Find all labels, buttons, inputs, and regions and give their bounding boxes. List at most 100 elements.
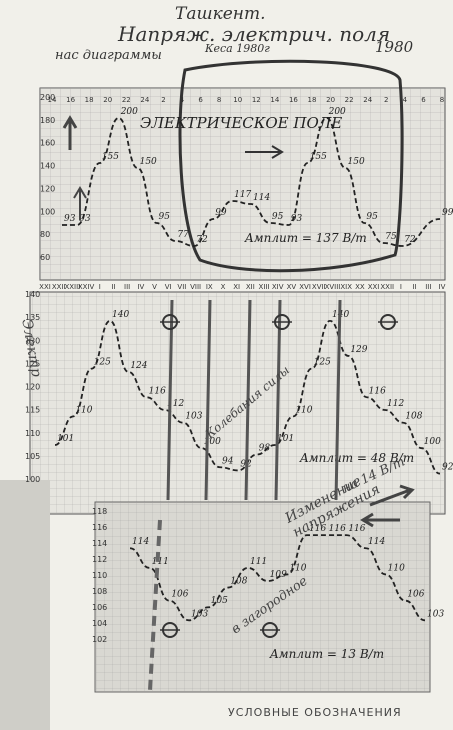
x-tick-label: XX — [355, 283, 365, 291]
left-arrow-icon — [360, 512, 400, 528]
x-tick-label: 2 — [161, 96, 165, 104]
series-line — [61, 117, 441, 247]
y-tick-label: 60 — [40, 253, 50, 262]
x-tick-label: XVII — [312, 283, 326, 291]
date-note: Кеса 1980г — [205, 42, 270, 55]
data-label: 129 — [350, 345, 367, 355]
data-label: 98 — [259, 444, 271, 454]
vertical-marker-line — [166, 299, 174, 501]
data-label: 110 — [75, 405, 92, 415]
x-tick-label: VIII — [190, 283, 201, 291]
y-tick-label: 120 — [40, 184, 55, 193]
y-tick-label: 160 — [40, 139, 55, 148]
y-tick-label: 106 — [92, 603, 107, 612]
y-tick-label: 110 — [25, 429, 40, 438]
data-label: 93 — [64, 214, 76, 224]
data-label: 116 — [149, 386, 166, 396]
data-label: 125 — [94, 358, 111, 368]
data-label: 100 — [204, 437, 221, 447]
x-tick-label: 16 — [289, 96, 298, 104]
y-tick-label: 100 — [40, 207, 55, 216]
data-label: 106 — [171, 590, 188, 600]
x-tick-label: III — [124, 283, 130, 291]
data-label: 110 — [289, 563, 306, 573]
x-tick-label: XIV — [272, 283, 284, 291]
x-tick-label: 4 — [180, 96, 185, 104]
y-tick-label: 135 — [25, 313, 40, 322]
data-label: 72 — [404, 235, 416, 245]
data-label: 155 — [310, 152, 327, 162]
x-tick-label: XVIII — [325, 283, 341, 291]
x-tick-label: XIII — [259, 283, 270, 291]
data-label: 111 — [250, 557, 267, 567]
x-tick-label: XV — [287, 283, 297, 291]
y-tick-label: 80 — [40, 230, 50, 239]
torn-strip — [0, 480, 50, 730]
data-label: 103 — [185, 412, 202, 422]
data-label: 110 — [295, 405, 312, 415]
x-tick-label: IV — [439, 283, 446, 291]
x-tick-label: 20 — [103, 96, 112, 104]
x-tick-label: 10 — [233, 96, 242, 104]
x-tick-label: VII — [177, 283, 186, 291]
data-label: 108 — [405, 412, 422, 422]
data-label: 72 — [196, 235, 208, 245]
y-tick-label: 118 — [92, 507, 107, 516]
right-arrow-icon — [245, 145, 284, 159]
data-label: 93 — [79, 214, 91, 224]
y-tick-label: 108 — [92, 587, 107, 596]
data-label: 101 — [57, 434, 74, 444]
x-tick-label: VI — [165, 283, 172, 291]
data-label: 110 — [388, 563, 405, 573]
y-tick-label: 104 — [92, 619, 107, 628]
y-tick-label: 110 — [92, 571, 107, 580]
y-tick-label: 112 — [92, 555, 107, 564]
data-label: 103 — [191, 609, 208, 619]
x-tick-label: II — [413, 283, 417, 291]
data-label: 77 — [177, 230, 189, 240]
y-tick-label: 114 — [92, 539, 107, 548]
data-label: 99 — [215, 208, 227, 218]
y-tick-label: 116 — [92, 523, 107, 532]
x-tick-label: 8 — [217, 96, 221, 104]
data-label: 116 — [309, 524, 326, 534]
vertical-marker-line — [244, 299, 252, 501]
data-label: 103 — [427, 609, 444, 619]
x-tick-label: 14 — [48, 96, 57, 104]
x-tick-label: 2 — [384, 96, 388, 104]
data-label: 93 — [291, 214, 303, 224]
x-tick-label: 24 — [363, 96, 372, 104]
vertical-marker-line — [334, 299, 342, 501]
data-label: 106 — [407, 590, 424, 600]
amplitude-annotation: Aмплит = 13 В/т — [269, 647, 384, 661]
data-label: 95 — [159, 212, 171, 222]
x-tick-label: XI — [233, 283, 240, 291]
x-tick-label: 14 — [270, 96, 279, 104]
data-label: 101 — [277, 434, 294, 444]
x-tick-label: I — [400, 283, 402, 291]
x-tick-label: 18 — [308, 96, 317, 104]
data-label: 150 — [140, 157, 157, 167]
y-tick-label: 100 — [25, 475, 40, 484]
y-tick-label: 140 — [25, 290, 40, 299]
data-label: 94 — [222, 456, 234, 466]
data-label: 140 — [112, 310, 129, 320]
data-label: 114 — [368, 537, 385, 547]
x-tick-label: XXI — [368, 283, 380, 291]
chart-main-title: Напряж. электрич. поля — [118, 22, 391, 46]
data-label: 112 — [167, 399, 184, 409]
data-label: 111 — [152, 557, 169, 567]
data-label: 200 — [120, 107, 138, 117]
data-label: 95 — [272, 212, 284, 222]
y-tick-label: 120 — [25, 383, 40, 392]
x-tick-label: III — [425, 283, 431, 291]
data-label: 108 — [230, 577, 247, 587]
data-label: 116 — [348, 524, 365, 534]
data-label: 116 — [329, 524, 346, 534]
legend-caption: УСЛОВНЫЕ ОБОЗНАЧЕНИЯ — [228, 706, 402, 719]
data-label: 105 — [211, 596, 228, 606]
x-tick-label: 22 — [122, 96, 131, 104]
data-label: 75 — [385, 232, 397, 242]
data-label: 114 — [132, 537, 149, 547]
up-arrow-icon — [73, 186, 87, 220]
